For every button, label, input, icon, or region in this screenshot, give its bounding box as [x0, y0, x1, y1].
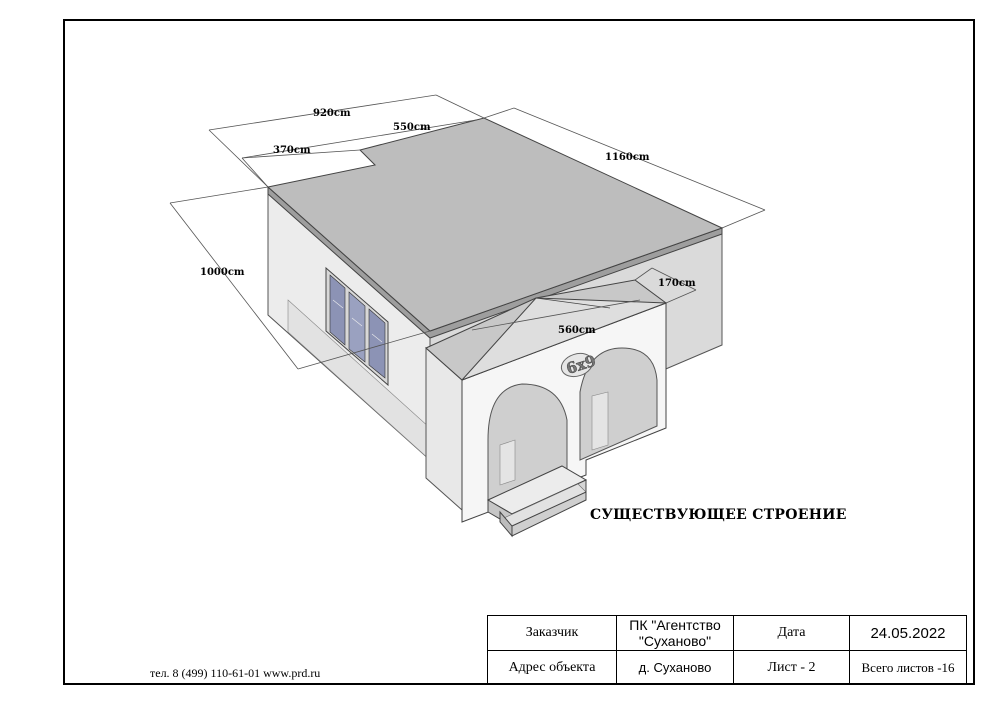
- date-value: 24.05.2022: [849, 615, 967, 651]
- dimension-lines: [169, 94, 766, 370]
- dim-1160: 1160cm: [605, 152, 650, 163]
- contact-info: тел. 8 (499) 110-61-01 www.prd.ru: [150, 666, 321, 680]
- porch-steps: [486, 465, 588, 538]
- customer-value-line2: "Суханово": [638, 633, 712, 649]
- dim-560: 560cm: [558, 325, 596, 336]
- dim-370: 370cm: [273, 145, 311, 156]
- sheet-number: Лист - 2: [733, 650, 850, 685]
- address-label: Адрес объекта: [487, 650, 617, 685]
- title-block: Заказчик ПК "Агентство "Суханово" Дата 2…: [487, 615, 967, 685]
- address-value: д. Суханово: [616, 650, 734, 685]
- total-sheets: Всего листов -16: [849, 650, 967, 685]
- customer-label: Заказчик: [487, 615, 617, 651]
- customer-value: ПК "Агентство "Суханово": [616, 615, 734, 651]
- date-label: Дата: [733, 615, 850, 651]
- window: [325, 266, 389, 387]
- dimension-labels: 920cm 550cm 370cm 1160cm 1000cm 170cm 56…: [200, 108, 696, 336]
- dim-920: 920cm: [313, 108, 351, 119]
- drawing-caption: СУЩЕСТВУЮЩЕЕ СТРОЕНИЕ: [590, 507, 847, 523]
- dim-170: 170cm: [658, 278, 696, 289]
- dim-1000: 1000cm: [200, 267, 245, 278]
- customer-value-line1: ПК "Агентство: [629, 617, 721, 633]
- dim-550: 550cm: [393, 122, 431, 133]
